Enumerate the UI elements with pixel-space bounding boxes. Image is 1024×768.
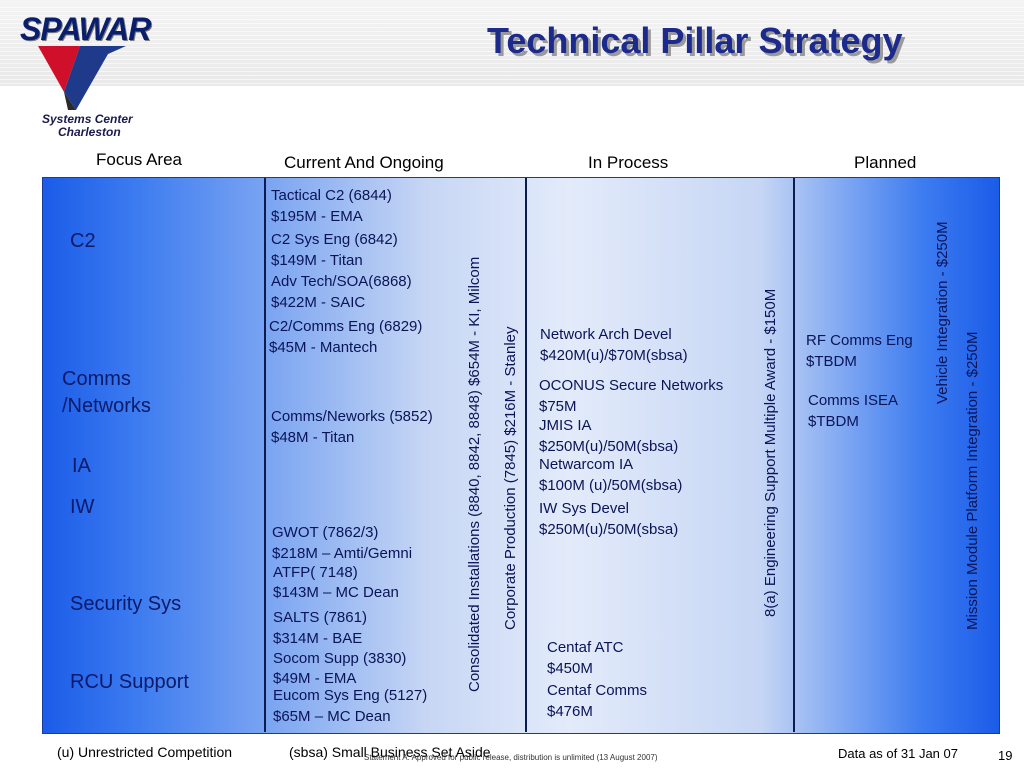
current-item: $218M – Amti/Gemni (272, 545, 413, 562)
column-header-planned: Planned (854, 153, 917, 172)
logo-wordmark: SPAWAR (20, 11, 151, 47)
in-process-vertical-label: 8(a) Engineering Support Multiple Award … (762, 288, 779, 617)
column-header-in-process: In Process (588, 153, 669, 172)
in-process-item: Centaf Comms (547, 682, 648, 699)
in-process-item: OCONUS Secure Networks (539, 377, 724, 394)
page-title: Technical Pillar Strategy (487, 20, 903, 61)
current-item: Adv Tech/SOA(6868) (271, 273, 412, 290)
logo-subtitle-line1: Systems Center (42, 112, 133, 126)
current-item: $65M – MC Dean (273, 708, 391, 725)
in-process-item: $420M(u)/$70M(sbsa) (540, 347, 688, 364)
current-vertical-label: Corporate Production (7845) $216M - Stan… (502, 326, 519, 630)
in-process-item: Netwarcom IA (539, 456, 634, 473)
current-item: Tactical C2 (6844) (271, 187, 392, 204)
current-item: $45M - Mantech (269, 339, 378, 356)
in-process-item: $100M (u)/50M(sbsa) (539, 477, 683, 494)
logo-chevron-icon (38, 46, 126, 110)
current-item: C2 Sys Eng (6842) (271, 231, 398, 248)
in-process-item: IW Sys Devel (539, 500, 630, 517)
distribution-statement: Statement A: Approved for public release… (364, 753, 658, 762)
current-item: ATFP( 7148) (273, 564, 358, 581)
focus-area-ia: IA (72, 455, 91, 477)
current-item: SALTS (7861) (273, 609, 367, 626)
current-item: GWOT (7862/3) (272, 524, 379, 541)
in-process-item: Centaf ATC (547, 639, 624, 656)
header-band (0, 0, 1024, 86)
focus-area-security-sys: Security Sys (70, 593, 182, 615)
column-divider (264, 178, 266, 732)
in-process-item: $250M(u)/50M(sbsa) (539, 438, 679, 455)
planned-item: RF Comms Eng (806, 332, 913, 349)
planned-item: $TBDM (808, 413, 859, 430)
focus-area-rcu-support: RCU Support (70, 671, 189, 693)
in-process-item: $250M(u)/50M(sbsa) (539, 521, 679, 538)
column-divider (525, 178, 527, 732)
planned-item: $TBDM (806, 353, 857, 370)
current-item: $49M - EMA (273, 670, 357, 687)
current-item: $422M - SAIC (271, 294, 366, 311)
data-as-of: Data as of 31 Jan 07 (838, 746, 958, 761)
pillar-table-panel (42, 177, 1000, 734)
spawar-logo: SPAWAR Systems Center Charleston (8, 6, 168, 139)
in-process-item: $476M (547, 703, 593, 720)
planned-vertical-label: Mission Module Platform Integration - $2… (964, 331, 981, 630)
current-item: Socom Supp (3830) (273, 650, 407, 667)
logo-subtitle-line2: Charleston (58, 125, 121, 139)
current-item: $48M - Titan (271, 429, 355, 446)
focus-area-iw: IW (70, 496, 95, 518)
column-header-focus-area: Focus Area (96, 150, 182, 169)
focus-area-comms: Comms (62, 368, 131, 390)
focus-area-c2: C2 (70, 230, 96, 252)
legend-unrestricted: (u) Unrestricted Competition (57, 744, 233, 760)
current-vertical-label: Consolidated Installations (8840, 8842, … (466, 256, 483, 692)
current-item: Comms/Neworks (5852) (271, 408, 433, 425)
current-item: $314M - BAE (273, 630, 363, 647)
current-item: $143M – MC Dean (273, 584, 399, 601)
current-item: $149M - Titan (271, 252, 363, 269)
focus-area-networks: /Networks (62, 395, 151, 417)
current-item: C2/Comms Eng (6829) (269, 318, 423, 335)
planned-item: Comms ISEA (808, 392, 899, 409)
planned-vertical-label: Vehicle Integration - $250M (934, 221, 951, 404)
in-process-item: $450M (547, 660, 593, 677)
in-process-item: Network Arch Devel (540, 326, 672, 343)
page-number: 19 (998, 748, 1013, 763)
in-process-item: $75M (539, 398, 577, 415)
column-divider (793, 178, 795, 732)
column-header-current: Current And Ongoing (284, 153, 444, 172)
legend-small-business: (sbsa) Small Business Set Aside (289, 744, 491, 760)
current-item: Eucom Sys Eng (5127) (273, 687, 428, 704)
current-item: $195M - EMA (271, 208, 363, 225)
in-process-item: JMIS IA (539, 417, 592, 434)
